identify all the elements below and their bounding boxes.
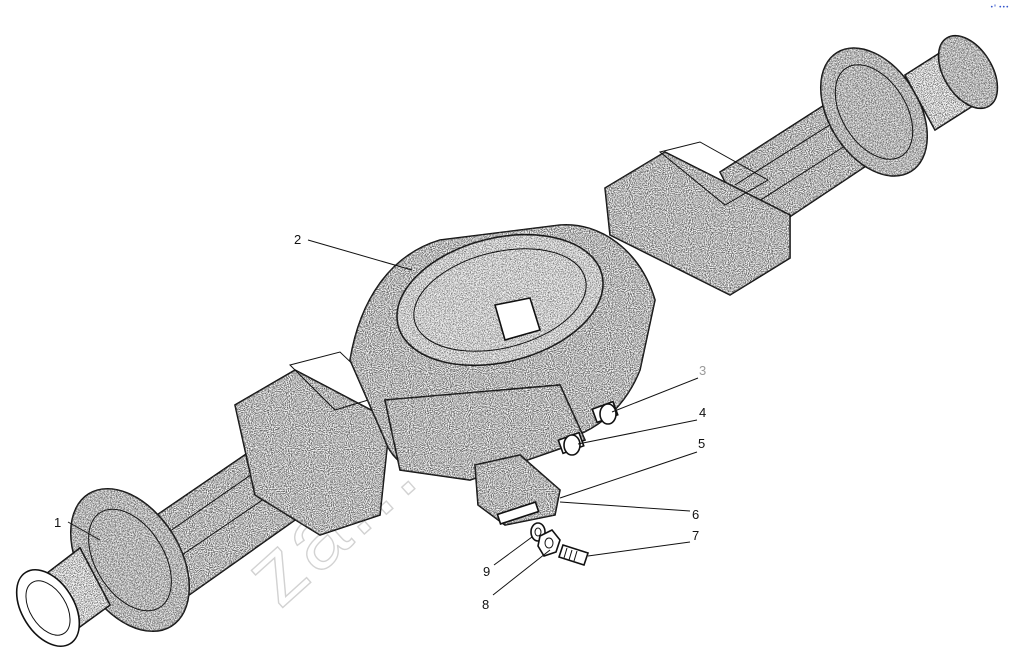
callout-labels: 1 2 3 4 5 6 7 8 9	[54, 232, 706, 612]
callout-7: 7	[692, 528, 699, 543]
leader-8	[492, 549, 551, 596]
housing-lower-body	[384, 384, 587, 481]
leader-6	[559, 501, 691, 512]
bolt-7	[557, 543, 590, 567]
callout-4: 4	[699, 405, 706, 420]
right-hub-flange	[819, 47, 929, 177]
nut-8	[537, 528, 561, 557]
leader-2	[307, 239, 413, 271]
right-spring-seat	[604, 141, 791, 296]
leader-9	[493, 536, 533, 566]
callout-5: 5	[698, 436, 705, 451]
callout-3: 3	[699, 363, 706, 378]
callout-9: 9	[483, 564, 490, 579]
callout-8: 8	[482, 597, 489, 612]
leader-7	[587, 541, 691, 557]
leader-3	[611, 377, 699, 413]
left-spring-seat	[234, 351, 391, 536]
callout-1: 1	[54, 515, 61, 530]
right-shaft-end	[903, 34, 999, 132]
axle-assembly	[15, 34, 999, 647]
left-shaft-end	[15, 546, 112, 647]
callout-6: 6	[692, 507, 699, 522]
bracket-5	[474, 454, 561, 526]
leader-4	[577, 419, 698, 445]
corner-mark: •° •••	[990, 4, 1009, 11]
drain-plug-3	[591, 400, 619, 425]
leader-5	[559, 451, 698, 499]
leader-lines	[67, 239, 699, 596]
callout-2: 2	[294, 232, 301, 247]
filler-plug-4	[557, 431, 585, 456]
leader-1	[67, 521, 101, 541]
